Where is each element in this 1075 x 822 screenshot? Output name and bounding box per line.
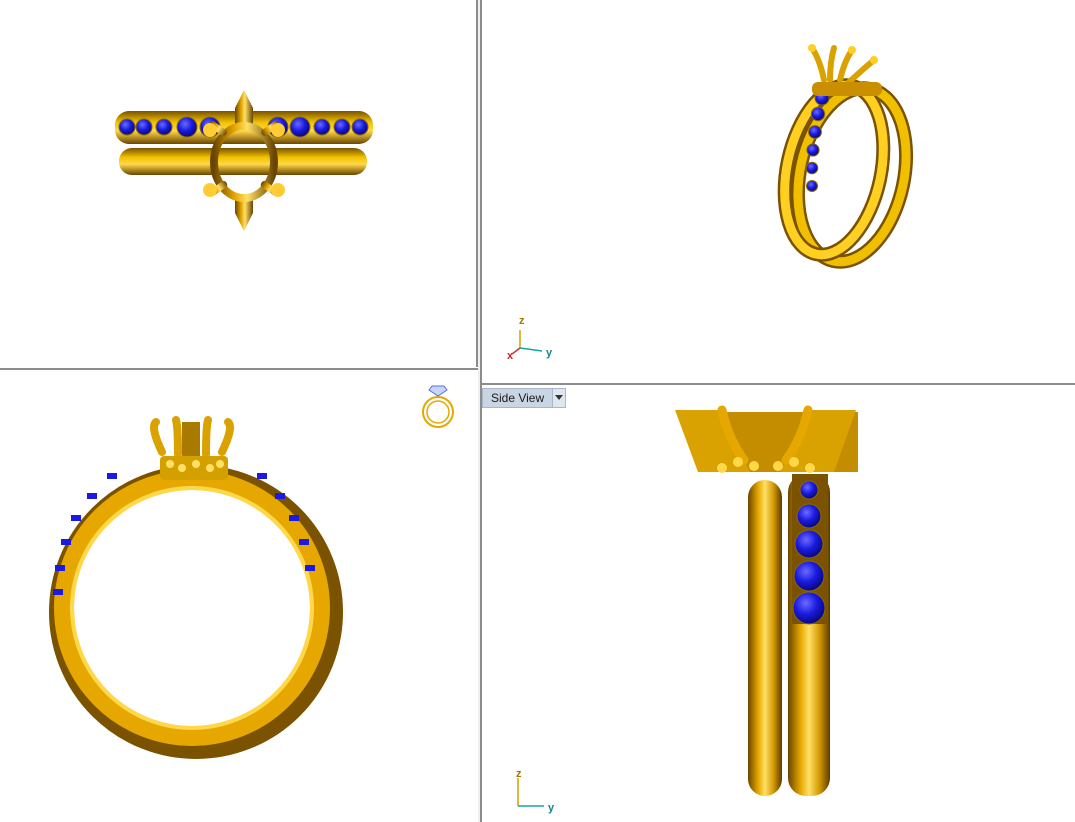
chevron-down-icon[interactable]	[552, 389, 566, 407]
sapphire-gem	[305, 565, 315, 571]
sapphire-gem	[793, 560, 825, 592]
sapphire-gem	[176, 116, 198, 138]
sapphire-gem	[289, 116, 311, 138]
sapphire-gem	[805, 161, 819, 175]
ring-top-render	[115, 90, 373, 231]
ring-side-render: z y	[516, 405, 858, 814]
svg-text:y: y	[546, 347, 553, 359]
sapphire-gem	[806, 143, 820, 157]
sapphire-gem	[806, 180, 818, 192]
viewport-splitter-horizontal-left[interactable]	[0, 368, 478, 370]
sapphire-gem	[55, 565, 65, 571]
viewport-perspective[interactable]: z y x	[482, 0, 1075, 382]
svg-text:x: x	[507, 350, 514, 362]
sapphire-gem	[810, 106, 826, 122]
viewport-border	[476, 0, 478, 367]
sapphire-gem	[118, 118, 136, 136]
ring-navigator-icon[interactable]	[422, 385, 454, 428]
sapphire-gem	[275, 493, 285, 499]
axis-triad: z y	[516, 768, 555, 814]
sapphire-gem	[333, 118, 351, 136]
sapphire-gem	[792, 591, 826, 625]
sapphire-gem	[53, 589, 63, 595]
sapphire-gem	[299, 539, 309, 545]
sapphire-gem	[155, 118, 173, 136]
svg-text:y: y	[548, 802, 555, 814]
sapphire-gem	[799, 480, 819, 500]
viewport-splitter-horizontal-right[interactable]	[482, 383, 1075, 385]
sapphire-gem	[794, 529, 824, 559]
sapphire-gem	[61, 539, 71, 545]
viewport-front[interactable]	[0, 372, 476, 822]
viewport-label-tab[interactable]: Side View	[482, 388, 567, 408]
sapphire-gem	[71, 515, 81, 521]
sapphire-gem	[289, 515, 299, 521]
svg-text:z: z	[516, 768, 522, 780]
sapphire-gem	[257, 473, 267, 479]
viewport-side[interactable]: Side View z y	[482, 388, 1075, 822]
sapphire-gem	[351, 118, 369, 136]
sapphire-gem	[107, 473, 117, 479]
axis-triad: z y x	[507, 315, 553, 362]
viewport-border	[480, 0, 482, 822]
viewport-title[interactable]: Side View	[491, 391, 545, 405]
sapphire-gem	[313, 118, 331, 136]
viewport-top[interactable]	[0, 0, 476, 367]
sapphire-gem	[135, 118, 153, 136]
sapphire-gem	[87, 493, 97, 499]
ring-perspective-render: z y x	[507, 44, 914, 362]
sapphire-gem	[808, 125, 822, 139]
svg-text:z: z	[519, 315, 525, 327]
ring-front-render	[49, 385, 454, 759]
sapphire-gem	[796, 503, 822, 529]
